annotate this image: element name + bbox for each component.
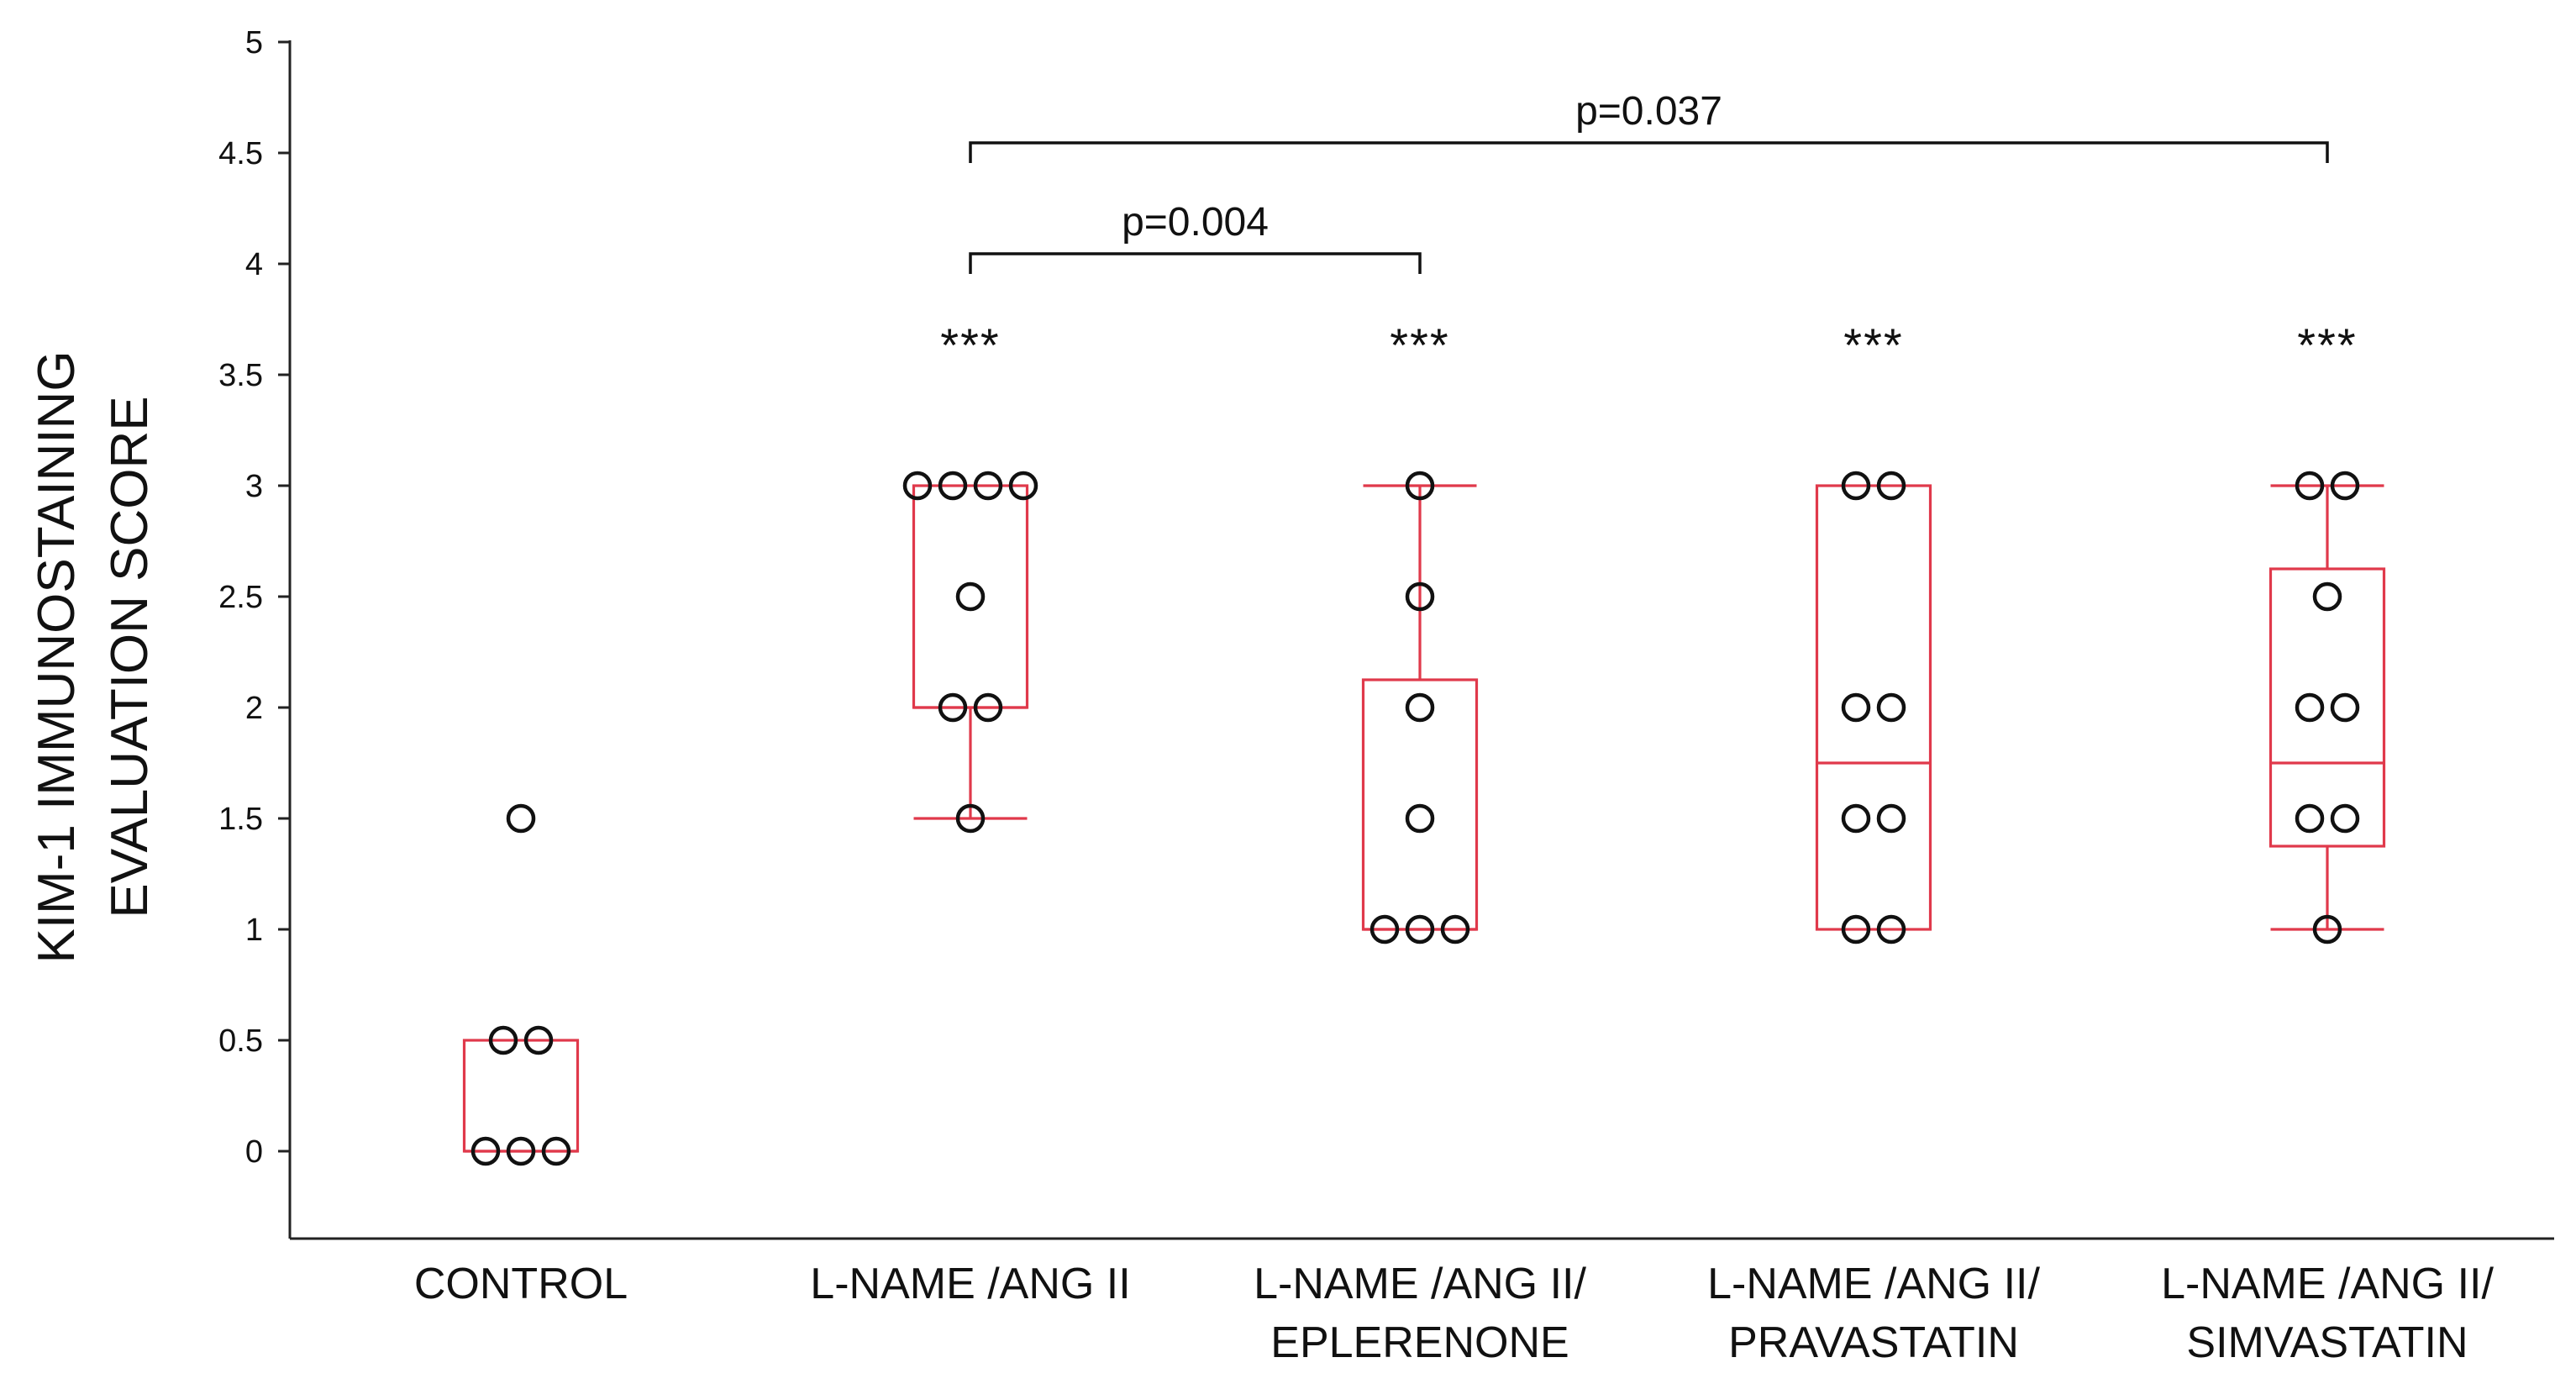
data-point [1876,692,1906,723]
boxes [462,484,2386,1153]
data-point [1405,581,1435,612]
data-point [2312,914,2342,944]
data-point [1841,471,1871,501]
significance-label: *** [940,318,1000,371]
box-group [1815,484,1932,931]
data-point [955,581,986,612]
box-iqr [462,1039,580,1153]
significance-stars: *** *** *** *** [940,318,2357,371]
y-tick-label: 1.5 [218,802,263,837]
data-point [2330,471,2360,501]
data-point [541,1136,571,1166]
data-point [471,1136,501,1166]
data-point [2330,692,2360,723]
y-axis-title-line: KIM-1 IMMUNOSTAINING [28,350,86,963]
bracket-line [969,252,1422,274]
data-point [1440,914,1470,944]
y-tick-label: 0.5 [218,1023,263,1059]
data-point [1841,803,1871,834]
data-point [1405,803,1435,834]
data-point [938,692,968,723]
data-point [2295,803,2325,834]
data-point [1876,471,1906,501]
box-group [462,1039,580,1153]
data-point [2295,692,2325,723]
category-label: L-NAME /ANG II/ [1707,1260,2040,1308]
comparison-bracket: p=0.004 [969,200,1422,274]
category-label: EPLERENONE [1270,1318,1569,1367]
category-label: CONTROL [414,1260,628,1308]
box-iqr [2268,567,2386,848]
category-label: SIMVASTATIN [2186,1318,2468,1367]
data-point [902,471,933,501]
y-tick-label: 5 [245,25,263,61]
y-tick-label: 2.5 [218,580,263,615]
category-label: L-NAME /ANG II/ [2161,1260,2494,1308]
y-tick-label: 4 [245,247,263,282]
data-point [1369,914,1400,944]
box-iqr [912,484,1029,709]
box-group [1361,484,1479,931]
category-labels: CONTROL L-NAME /ANG II L-NAME /ANG II/EPLE… [414,1260,2495,1367]
data-point [1841,692,1871,723]
data-point [506,803,536,834]
data-points [471,471,2360,1166]
category-label: PRAVASTATIN [1728,1318,2019,1367]
y-axis-ticks: 0 0.5 1 1.5 2 2.5 3 3.5 4 4.5 5 [218,25,290,1170]
box-iqr [1815,484,1932,931]
y-tick-label: 3.5 [218,358,263,393]
y-tick-label: 2 [245,691,263,726]
data-point [973,692,1003,723]
data-point [1405,914,1435,944]
category-label: L-NAME /ANG II/ [1254,1260,1586,1308]
data-point [2295,471,2325,501]
data-point [973,471,1003,501]
y-tick-label: 1 [245,913,263,948]
p-value-label: p=0.004 [1122,200,1269,245]
data-point [2312,581,2342,612]
p-value-label: p=0.037 [1575,89,1722,134]
axes [288,40,2554,1240]
data-point [1405,471,1435,501]
box-group [2268,484,2386,931]
data-point [488,1025,518,1055]
data-point [506,1136,536,1166]
data-point [1008,471,1038,501]
category-label: L-NAME /ANG II [810,1260,1130,1308]
y-axis-label: KIM-1 IMMUNOSTAINING EVALUATION SCORE [28,350,159,963]
comparison-brackets: p=0.004 p=0.037 [969,89,2329,274]
significance-label: *** [1390,318,1449,371]
bracket-line [969,141,2329,163]
y-tick-label: 0 [245,1134,263,1170]
box-group [912,484,1029,820]
y-tick-label: 4.5 [218,136,263,171]
data-point [955,803,986,834]
data-point [938,471,968,501]
significance-label: *** [2297,318,2357,371]
y-axis-title-line: EVALUATION SCORE [101,396,159,918]
data-point [523,1025,554,1055]
data-point [1405,692,1435,723]
data-point [1876,803,1906,834]
y-tick-label: 3 [245,469,263,504]
comparison-bracket: p=0.037 [969,89,2329,163]
significance-label: *** [1843,318,1903,371]
data-point [1841,914,1871,944]
data-point [1876,914,1906,944]
data-point [2330,803,2360,834]
